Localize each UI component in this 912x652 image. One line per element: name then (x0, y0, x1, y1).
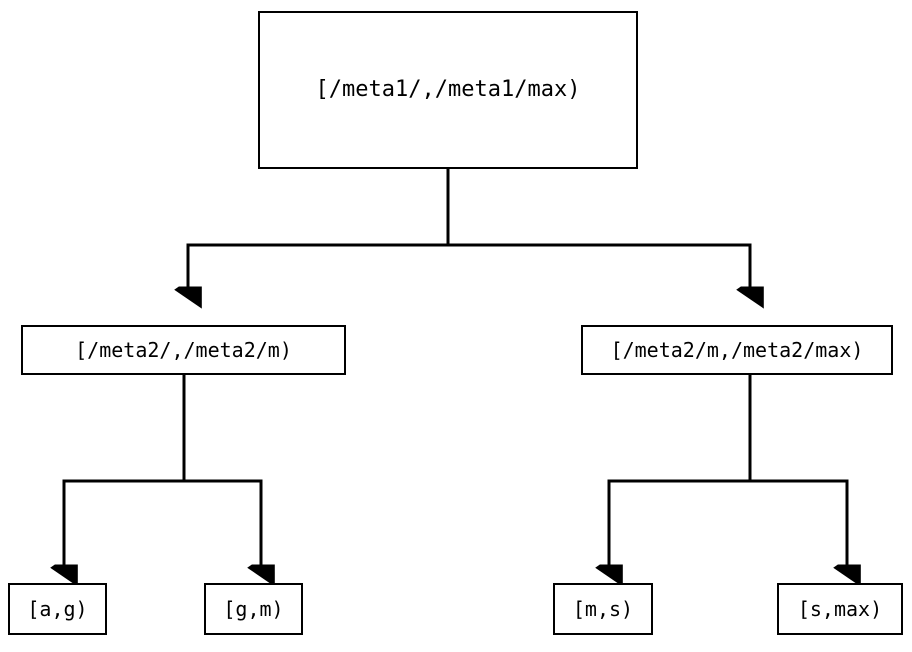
tree-node-meta2-low-label: [/meta2/,/meta2/m) (75, 338, 292, 362)
edge-root-to-meta2-low (188, 169, 450, 290)
edge-meta2-high-to-leaf-smax (748, 375, 847, 568)
tree-node-leaf-ms-label: [m,s) (572, 597, 634, 621)
tree-node-leaf-ag[interactable]: [a,g) (8, 583, 107, 635)
tree-node-meta2-low[interactable]: [/meta2/,/meta2/m) (21, 325, 346, 375)
edge-meta2-low-to-leaf-gm (182, 375, 261, 568)
tree-node-leaf-smax-label: [s,max) (797, 597, 883, 621)
tree-node-root-label: [/meta1/,/meta1/max) (315, 77, 581, 102)
edge-meta2-high-to-leaf-ms (609, 375, 752, 568)
edge-root-to-meta2-high (446, 169, 750, 290)
tree-node-leaf-smax[interactable]: [s,max) (777, 583, 903, 635)
tree-node-leaf-ag-label: [a,g) (27, 597, 88, 621)
edge-meta2-low-to-leaf-ag (64, 375, 186, 568)
tree-node-root[interactable]: [/meta1/,/meta1/max) (258, 11, 638, 169)
tree-node-leaf-gm[interactable]: [g,m) (204, 583, 303, 635)
tree-node-leaf-gm-label: [g,m) (223, 597, 284, 621)
tree-node-meta2-high[interactable]: [/meta2/m,/meta2/max) (581, 325, 893, 375)
tree-node-meta2-high-label: [/meta2/m,/meta2/max) (610, 338, 864, 362)
tree-node-leaf-ms[interactable]: [m,s) (553, 583, 653, 635)
